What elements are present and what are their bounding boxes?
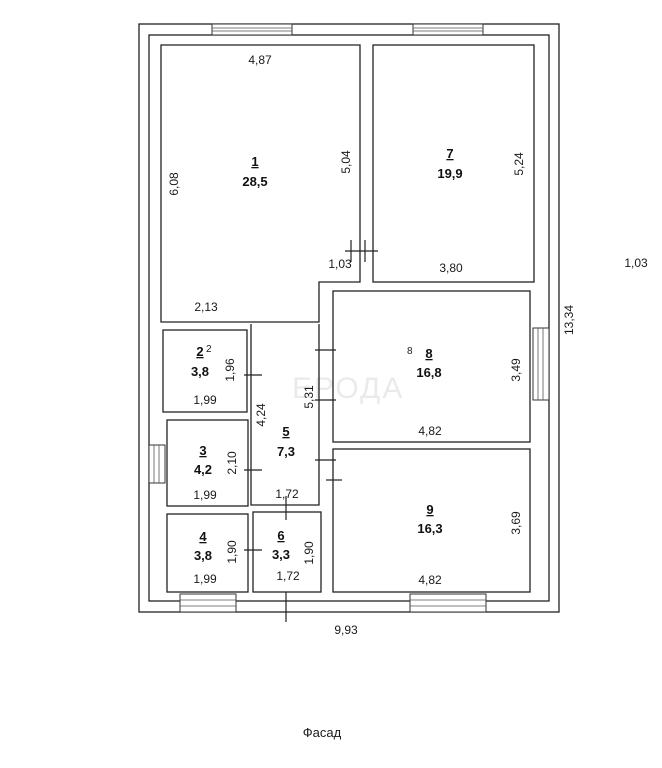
room-6-outline [252,511,322,593]
dim-outer-right: 13,34 [562,305,576,335]
dim-room5-right: 5,31 [302,385,316,409]
room-6-number: 6 [277,528,284,543]
room-3-outline [166,419,249,507]
room-2-outline [162,329,248,413]
window-bottom-left [179,593,237,613]
room-2-superscript: 2 [206,344,212,355]
room-9-area: 16,3 [417,521,442,536]
room-7-number: 7 [446,146,453,161]
window-top-right [412,23,484,36]
window-left [148,444,166,484]
room-4-area: 3,8 [194,548,212,563]
dim-room6-width: 1,72 [276,569,300,583]
dim-room8-bottom: 4,82 [418,424,442,438]
room-1-number: 1 [251,154,258,169]
dim-outer-bottom: 9,93 [334,623,358,637]
room-6-area: 3,3 [272,547,290,562]
dim-room1-notch: 1,03 [328,257,352,271]
room-8-number: 8 [425,346,432,361]
room-4-outline [166,513,249,593]
room-8-tag: 8 [407,346,413,357]
room-7-area: 19,9 [437,166,462,181]
dim-room3-width: 1,99 [193,488,217,502]
room-5-area: 7,3 [277,444,295,459]
room-2-number: 2 [196,344,203,359]
dim-room9-right: 3,69 [509,511,523,535]
dim-room1-bottom: 2,13 [194,300,218,314]
dim-room3-height: 2,10 [225,451,239,475]
dim-room1-top: 4,87 [248,53,272,67]
dim-room9-bottom: 4,82 [418,573,442,587]
outer-wall-outer [138,23,560,613]
room-3-area: 4,2 [194,462,212,477]
dim-room7-right: 5,24 [512,152,526,176]
facade-label: Фасад [303,725,342,740]
dim-outside-right: 1,03 [624,256,648,270]
dim-room1-right: 5,04 [339,150,353,174]
dim-room4-width: 1,99 [193,572,217,586]
room-1-area: 28,5 [242,174,267,189]
room-5-outline [250,324,320,506]
room-8-area: 16,8 [416,365,441,380]
room-3-number: 3 [199,443,206,458]
room-1-outline [160,44,361,323]
window-bottom-right [409,593,487,613]
room-8-outline [332,290,531,443]
dim-room5-bottom: 1,72 [275,487,299,501]
dim-room6-height: 1,90 [302,541,316,565]
room-5-number: 5 [282,424,289,439]
dim-room7-bottom: 3,80 [439,261,463,275]
dim-room8-right: 3,49 [509,358,523,382]
dim-room1-left: 6,08 [167,172,181,196]
outer-wall-inner [148,34,550,602]
room-2-area: 3,8 [191,364,209,379]
window-right [532,327,550,401]
watermark-text: ЕРОДА [292,372,404,405]
dim-room4-height: 1,90 [225,540,239,564]
window-top-left [211,23,293,36]
door-marks [244,240,378,622]
room-9-number: 9 [426,502,433,517]
room-4-number: 4 [199,529,207,544]
dim-room2-height: 1,96 [223,358,237,382]
room-9-outline [332,448,531,593]
dim-room2-width: 1,99 [193,393,217,407]
room-7-outline [372,44,535,283]
dim-room5-left: 4,24 [254,403,268,427]
